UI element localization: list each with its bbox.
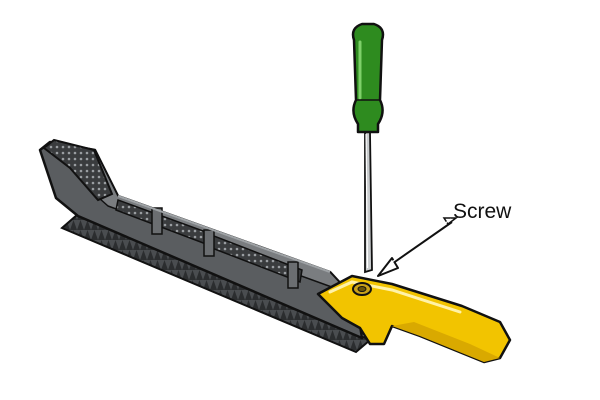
screw-label: Screw (453, 200, 512, 223)
screw-head (352, 282, 372, 296)
file-handle (316, 274, 512, 364)
callout-arrow (377, 217, 459, 277)
screwdriver (351, 22, 385, 274)
file-body (38, 138, 372, 354)
